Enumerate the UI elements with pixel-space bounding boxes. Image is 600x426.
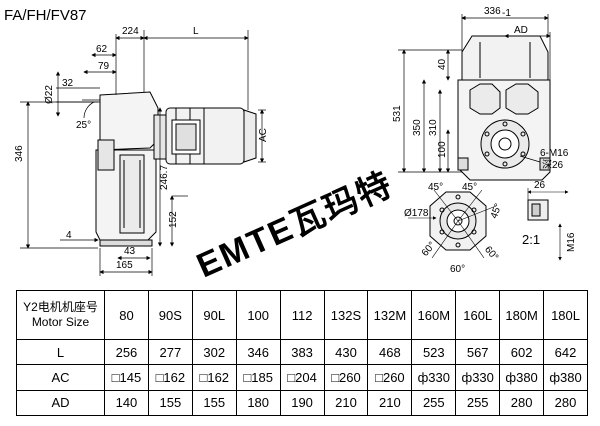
- dim-40: 40: [437, 58, 448, 70]
- table-cell: 468: [367, 339, 413, 366]
- size-cell: 132M: [367, 289, 413, 341]
- table-row-L: L 256 277 302 346 383 430 468 523 567 60…: [16, 339, 588, 366]
- dim-224: 224: [122, 26, 139, 37]
- table-cell: □145: [104, 364, 149, 391]
- table-cell: 180: [235, 389, 281, 417]
- table-cell: 277: [147, 339, 193, 366]
- table-cell: 383: [279, 339, 325, 366]
- table-header-row: Y2电机机座号 Motor Size 80 90S 90L 100 112 13…: [16, 289, 588, 341]
- watermark-text: EMTE瓦玛特: [191, 165, 399, 285]
- row-label: L: [16, 339, 105, 366]
- scale-ratio: 2:1: [522, 232, 540, 247]
- table-cell: 602: [499, 339, 545, 366]
- row-label: AD: [16, 389, 105, 417]
- model-title: FA/FH/FV87: [4, 7, 87, 24]
- table-cell: 255: [411, 389, 457, 417]
- dim-26: 26: [534, 180, 546, 191]
- size-cell: 160M: [411, 289, 457, 341]
- size-cell: 160L: [455, 289, 501, 341]
- dim-165: 165: [116, 260, 133, 271]
- table-cell: □162: [191, 364, 237, 391]
- table-cell: □260: [367, 364, 413, 391]
- dim-thread: 6-M16: [540, 148, 569, 159]
- size-cell: 90S: [147, 289, 193, 341]
- size-cell: 112: [279, 289, 325, 341]
- size-cell: 132S: [323, 289, 369, 341]
- key-dimension-lines: [527, 188, 569, 261]
- table-cell: ф330: [455, 364, 501, 391]
- table-cell: ф380: [543, 364, 588, 391]
- dim-43: 43: [124, 246, 136, 257]
- dim-L: L: [193, 26, 199, 37]
- table-row-AD: AD 140 155 155 180 190 210 210 255 255 2…: [16, 389, 588, 417]
- angle-60-right: 60°: [482, 244, 500, 263]
- dim-thread-depth: 深26: [542, 159, 564, 171]
- table-cell: 210: [323, 389, 369, 417]
- table-cell: 210: [367, 389, 413, 417]
- table-cell: □185: [235, 364, 281, 391]
- header-motor-size-cn: Y2电机机座号: [23, 300, 98, 315]
- size-cell: 80: [104, 289, 149, 341]
- dim-310: 310: [428, 119, 439, 136]
- row-label: AC: [16, 364, 105, 391]
- dim-4: 4: [66, 230, 72, 241]
- dim-M16: M16: [566, 232, 577, 252]
- table-cell: ф330: [411, 364, 457, 391]
- table-cell: 190: [279, 389, 325, 417]
- size-cell: 180M: [499, 289, 545, 341]
- dim-angle-25: 25°: [76, 120, 91, 131]
- angle-60-left: 60°: [420, 240, 438, 259]
- angle-45-left: 45°: [428, 182, 443, 193]
- table-cell: 567: [455, 339, 501, 366]
- table-cell: 302: [191, 339, 237, 366]
- size-cell: 100: [235, 289, 281, 341]
- dim-246-7: 246.7: [159, 165, 170, 190]
- angle-60-bottom: 60°: [450, 264, 465, 275]
- table-cell: 280: [499, 389, 545, 417]
- front-view: [457, 35, 551, 181]
- side-dimension-lines: [20, 30, 266, 276]
- table-cell: 255: [455, 389, 501, 417]
- size-cell: 180L: [543, 289, 588, 341]
- angle-45-right: 45°: [462, 182, 477, 193]
- table-cell: 155: [147, 389, 193, 417]
- table-cell: 140: [104, 389, 149, 417]
- table-cell: □204: [279, 364, 325, 391]
- header-motor-size-en: Motor Size: [31, 315, 90, 330]
- table-cell: 523: [411, 339, 457, 366]
- dim-336: 336: [484, 6, 501, 17]
- table-cell: 280: [543, 389, 588, 417]
- dim-100: 100: [437, 141, 448, 158]
- dim-AD: AD: [514, 25, 528, 36]
- table-cell: □162: [147, 364, 193, 391]
- angle-45-side: 45°: [489, 202, 505, 220]
- gear-motor-drawing: EMTE瓦玛特 FA/FH/FV87: [4, 6, 577, 285]
- table-cell: 155: [191, 389, 237, 417]
- table-cell: ф380: [499, 364, 545, 391]
- side-view: [95, 91, 257, 247]
- table-cell: 642: [543, 339, 588, 366]
- dim-152: 152: [168, 211, 179, 228]
- table-cell: □260: [323, 364, 369, 391]
- dimension-table: Y2电机机座号 Motor Size 80 90S 90L 100 112 13…: [16, 289, 588, 417]
- dim-32: 32: [62, 78, 74, 89]
- flange-dimension-lines: [408, 189, 497, 259]
- dim-79: 79: [98, 61, 110, 72]
- dim-531: 531: [392, 105, 403, 122]
- table-row-AC: AC □145 □162 □162 □185 □204 □260 □260 ф3…: [16, 364, 588, 391]
- table-cell: 430: [323, 339, 369, 366]
- dim-dia22: Ø22: [44, 85, 55, 104]
- dim-336-tolerance: -1: [502, 8, 511, 19]
- dim-350: 350: [412, 119, 423, 136]
- table-cell: 256: [104, 339, 149, 366]
- key-detail: [527, 199, 549, 221]
- dim-dia178: Ø178: [404, 208, 429, 219]
- table-cell: 346: [235, 339, 281, 366]
- front-dimension-lines: [398, 14, 551, 173]
- dim-AC: AC: [258, 128, 269, 142]
- header-motor-size: Y2电机机座号 Motor Size: [16, 289, 105, 341]
- dim-346: 346: [14, 145, 25, 162]
- dim-62: 62: [96, 44, 108, 55]
- size-cell: 90L: [191, 289, 237, 341]
